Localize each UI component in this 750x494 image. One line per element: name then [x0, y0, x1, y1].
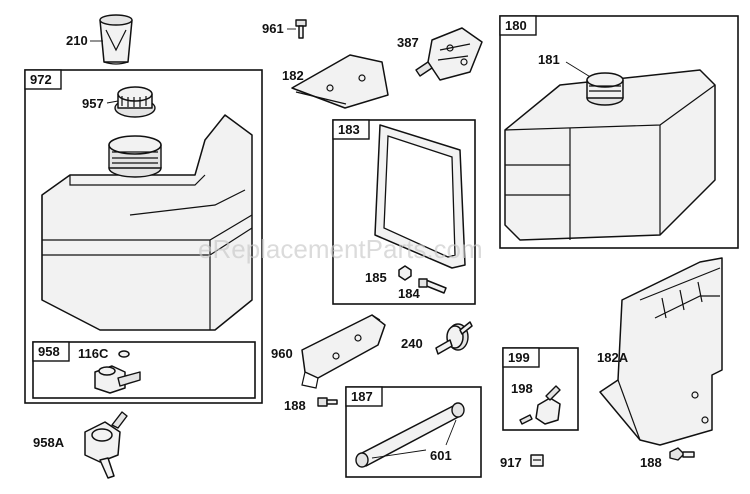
- callout-960: 960: [271, 346, 293, 361]
- callout-184: 184: [398, 286, 420, 301]
- screw-188-right-part: [669, 447, 695, 461]
- callout-188-right: 188: [640, 455, 662, 470]
- callout-180: 180: [505, 18, 527, 33]
- callout-240: 240: [401, 336, 423, 351]
- screw-part: [295, 19, 307, 39]
- fuel-tank-large-part: [504, 69, 716, 241]
- group-tag-183: [332, 119, 370, 140]
- support-bracket-part: [301, 314, 386, 389]
- inline-fuel-filter-part: [435, 321, 473, 355]
- fuel-pump-part: [415, 27, 483, 81]
- callout-199: 199: [508, 350, 530, 365]
- shutoff-valve-part: [94, 365, 141, 394]
- fuel-cap-part: [114, 86, 156, 118]
- callout-187: 187: [351, 389, 373, 404]
- callout-958A: 958A: [33, 435, 65, 450]
- tank-strap-part: [374, 124, 466, 269]
- callout-958: 958: [38, 344, 60, 359]
- group-tag-180: [499, 15, 537, 36]
- callout-188-left: 188: [284, 398, 306, 413]
- fuel-filter-screen-part: [99, 14, 133, 65]
- washer-part: [118, 350, 130, 358]
- shutoff-valve-958A-part: [84, 411, 128, 479]
- group-tag-187: [345, 386, 383, 407]
- callout-972: 972: [30, 72, 52, 87]
- group-box-180: [499, 15, 739, 249]
- callout-185: 185: [365, 270, 387, 285]
- group-tag-972: [24, 69, 62, 90]
- watermark-text: eReplacementParts.com: [198, 234, 483, 264]
- callout-387: 387: [397, 35, 419, 50]
- group-box-183: [332, 119, 476, 305]
- group-box-187: [345, 386, 482, 478]
- callout-961: 961: [262, 21, 284, 36]
- callout-181: 181: [538, 52, 560, 67]
- fuel-tank-part: [41, 114, 253, 331]
- group-tag-958: [32, 341, 70, 362]
- clamp-part: [530, 454, 544, 467]
- group-box-199: [502, 347, 579, 431]
- callout-957: 957: [82, 96, 104, 111]
- bracket-part: [291, 54, 389, 109]
- fuel-line-part: [355, 402, 465, 468]
- group-box-958: [32, 341, 256, 399]
- callout-183: 183: [338, 122, 360, 137]
- screw-188-left-part: [317, 397, 338, 407]
- nut-part: [398, 265, 412, 281]
- callout-182: 182: [282, 68, 304, 83]
- shutoff-valve-199-part: [519, 385, 561, 425]
- callout-601: 601: [430, 448, 452, 463]
- callout-198: 198: [511, 381, 533, 396]
- callout-116C: 116C: [78, 346, 109, 361]
- callout-210: 210: [66, 33, 88, 48]
- callout-917: 917: [500, 455, 522, 470]
- bolt-part: [418, 278, 447, 294]
- callout-182A: 182A: [597, 350, 629, 365]
- group-box-972: [24, 69, 263, 404]
- tank-support-plate-part: [599, 257, 723, 446]
- group-tag-199: [502, 347, 540, 368]
